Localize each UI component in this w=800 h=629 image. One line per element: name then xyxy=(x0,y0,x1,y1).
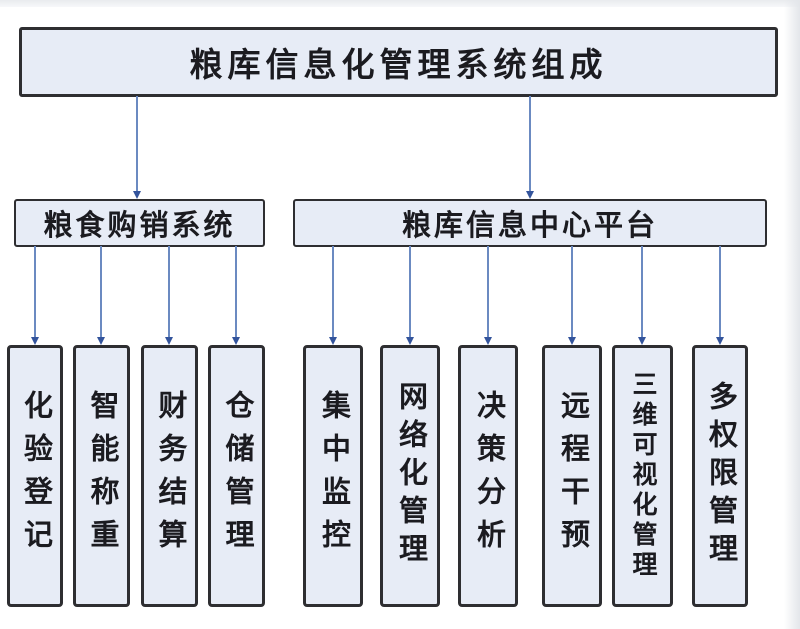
connector-arrowhead xyxy=(526,191,534,199)
connector-line xyxy=(529,96,531,192)
connector-arrowhead xyxy=(165,337,173,345)
connector-arrowhead xyxy=(638,337,646,345)
leaf-label: 财务结算 xyxy=(154,390,186,562)
leaf-node-smart-weighing: 智能称重 xyxy=(73,345,130,607)
leaf-label: 集中监控 xyxy=(317,390,350,562)
leaf-node-financial-settlement: 财务结算 xyxy=(141,345,198,607)
connector-line xyxy=(409,246,411,338)
root-node-system-composition: 粮库信息化管理系统组成 xyxy=(19,27,778,97)
group-label: 粮库信息中心平台 xyxy=(401,210,658,242)
connector-line xyxy=(34,246,36,338)
leaf-node-lab-registration: 化验登记 xyxy=(7,345,63,607)
connector-line xyxy=(719,246,721,338)
leaf-label: 多权限管理 xyxy=(704,381,737,571)
scan-edge-right xyxy=(784,0,800,629)
connector-line xyxy=(487,246,489,338)
connector-line xyxy=(332,246,334,338)
leaf-node-central-monitoring: 集中监控 xyxy=(303,345,363,607)
connector-line xyxy=(571,246,573,338)
connector-line xyxy=(100,246,102,338)
connector-arrowhead xyxy=(31,337,39,345)
leaf-node-multi-permission-management: 多权限管理 xyxy=(692,345,748,607)
diagram-title: 粮库信息化管理系统组成 xyxy=(189,48,608,84)
scan-edge-top xyxy=(0,0,800,7)
leaf-label: 智能称重 xyxy=(86,390,118,562)
leaf-label: 网络化管理 xyxy=(394,381,427,571)
group-node-purchase-sale-system: 粮食购销系统 xyxy=(14,199,265,247)
leaf-node-network-management: 网络化管理 xyxy=(380,345,440,607)
connector-arrowhead xyxy=(232,337,240,345)
leaf-label: 三维可视化管理 xyxy=(629,371,656,581)
connector-arrowhead xyxy=(716,337,724,345)
leaf-label: 远程干预 xyxy=(556,390,589,562)
leaf-label: 决策分析 xyxy=(472,390,505,562)
leaf-label: 仓储管理 xyxy=(221,390,253,562)
connector-arrowhead xyxy=(484,337,492,345)
connector-line xyxy=(235,246,237,338)
connector-arrowhead xyxy=(329,337,337,345)
leaf-label: 化验登记 xyxy=(19,390,52,562)
connector-line xyxy=(641,246,643,338)
connector-arrowhead xyxy=(133,191,141,199)
leaf-node-3d-visualization-management: 三维可视化管理 xyxy=(612,345,673,607)
leaf-node-decision-analysis: 决策分析 xyxy=(458,345,518,607)
group-node-info-center-platform: 粮库信息中心平台 xyxy=(293,199,767,247)
leaf-node-remote-intervention: 远程干预 xyxy=(542,345,602,607)
connector-line xyxy=(168,246,170,338)
group-label: 粮食购销系统 xyxy=(43,210,236,242)
connector-arrowhead xyxy=(568,337,576,345)
connector-arrowhead xyxy=(97,337,105,345)
leaf-node-warehouse-management: 仓储管理 xyxy=(208,345,265,607)
connector-line xyxy=(136,96,138,192)
connector-arrowhead xyxy=(406,337,414,345)
